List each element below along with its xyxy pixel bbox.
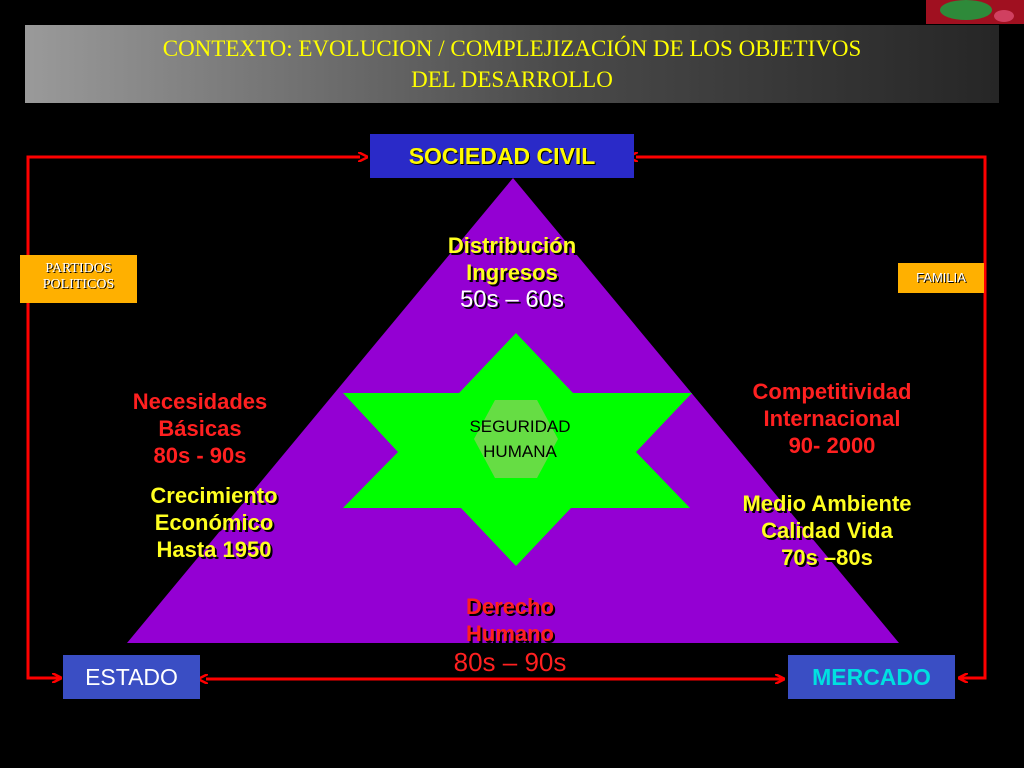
- label-line: Humano: [466, 621, 554, 646]
- label-necesidades: Necesidades Básicas 80s - 90s: [90, 388, 310, 469]
- label-line: Crecimiento: [150, 483, 278, 508]
- label-period: 90- 2000: [788, 433, 876, 458]
- arrow-left-loop: [26, 157, 360, 678]
- label-line: Distribución: [447, 233, 577, 258]
- label-period: 50s – 60s: [459, 286, 565, 313]
- corner-logo-image: [926, 0, 1024, 24]
- center-label-seguridad-humana: SEGURIDAD HUMANA: [420, 414, 620, 464]
- label-period: 80s - 90s: [153, 443, 247, 468]
- label-line: Básicas: [158, 416, 242, 441]
- center-hexagon: [474, 400, 558, 478]
- tag-familia: FAMILIA: [898, 263, 984, 293]
- label-line: Medio Ambiente: [742, 491, 912, 516]
- label-period: Hasta 1950: [156, 537, 272, 562]
- title-line-1: CONTEXTO: EVOLUCION / COMPLEJIZACIÓN DE …: [162, 36, 862, 61]
- label-competitividad: Competitividad Internacional 90- 2000: [702, 378, 962, 459]
- slide-title: CONTEXTO: EVOLUCION / COMPLEJIZACIÓN DE …: [25, 25, 999, 95]
- node-mercado: MERCADO: [788, 655, 955, 699]
- label-derecho-humano: Derecho Humano 80s – 90s: [400, 593, 620, 677]
- label-period: 70s –80s: [781, 545, 873, 570]
- label-line: Necesidades: [132, 389, 268, 414]
- label-line: Económico: [154, 510, 274, 535]
- center-line-2: HUMANA: [483, 442, 557, 461]
- node-estado: ESTADO: [63, 655, 200, 699]
- tag-partidos-politicos: PARTIDOS POLITICOS: [20, 255, 137, 303]
- label-line: Internacional: [763, 406, 901, 431]
- tag-partidos-line-1: PARTIDOS: [45, 261, 112, 276]
- title-bar: CONTEXTO: EVOLUCION / COMPLEJIZACIÓN DE …: [25, 25, 999, 103]
- title-line-2: DEL DESARROLLO: [411, 67, 613, 92]
- node-sociedad-civil: SOCIEDAD CIVIL: [370, 134, 634, 178]
- label-period: 80s – 90s: [453, 647, 567, 677]
- arrow-right-loop: [636, 157, 987, 678]
- label-line: Derecho: [465, 594, 555, 619]
- center-line-1: SEGURIDAD: [469, 417, 571, 436]
- label-line: Calidad Vida: [761, 518, 893, 543]
- label-medio-ambiente: Medio Ambiente Calidad Vida 70s –80s: [697, 490, 957, 571]
- label-line: Ingresos: [466, 260, 558, 285]
- tag-partidos-line-2: POLITICOS: [42, 277, 115, 292]
- label-distribucion: Distribución Ingresos 50s – 60s: [402, 232, 622, 313]
- label-line: Competitividad: [752, 379, 912, 404]
- label-crecimiento: Crecimiento Económico Hasta 1950: [104, 482, 324, 563]
